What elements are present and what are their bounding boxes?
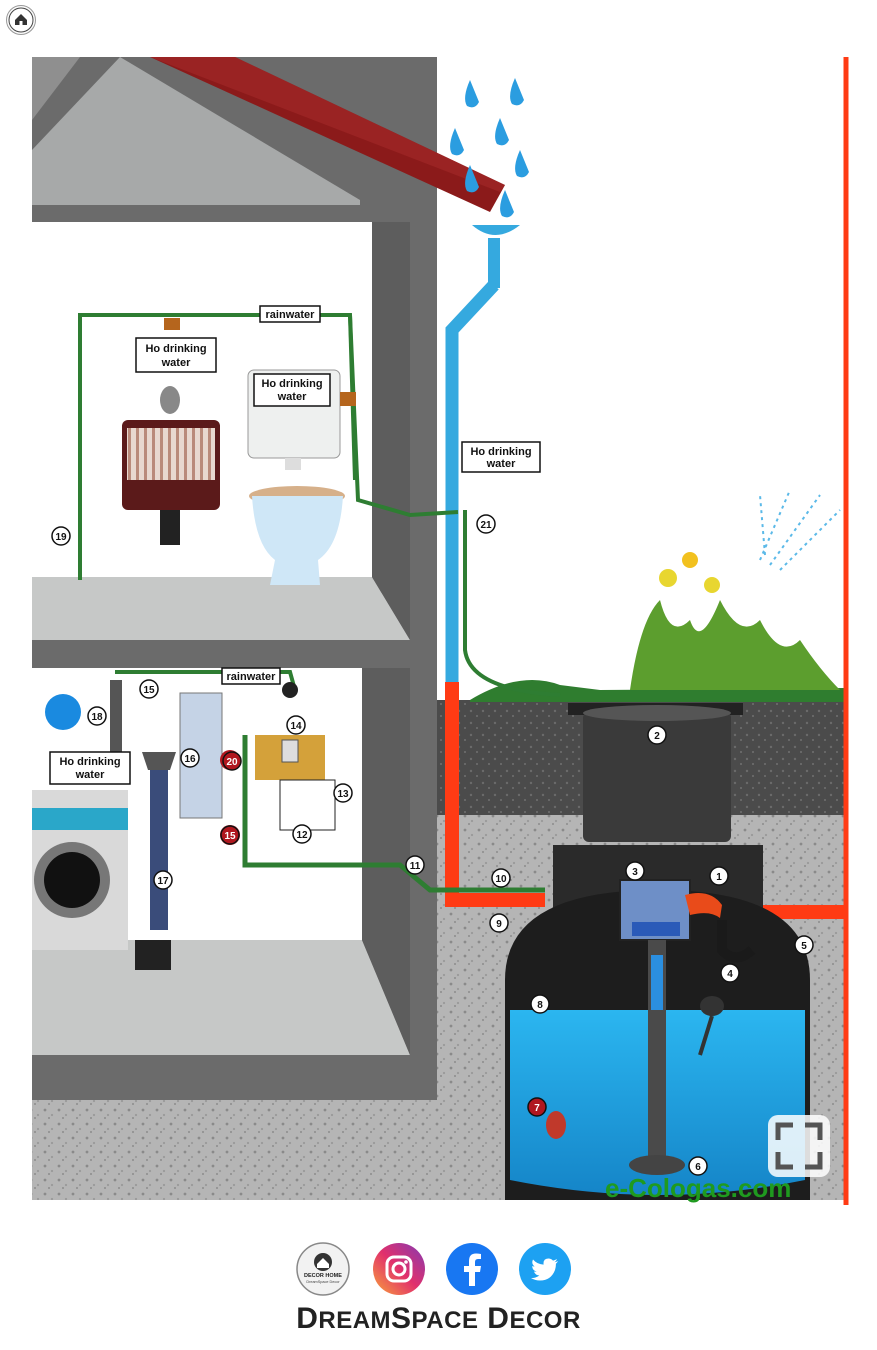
callout-21: 21 [476,514,496,534]
svg-text:14: 14 [290,721,302,732]
callout-3: 3 [625,861,645,881]
washing-machine [32,790,128,950]
house-logo-icon: DECOR HOME DreamSpace Decor [296,1242,350,1296]
svg-text:17: 17 [157,876,169,887]
svg-text:15: 15 [224,831,236,842]
social-links: DECOR HOME DreamSpace Decor [296,1242,576,1298]
callout-12: 12 [292,824,312,844]
house-logo-icon [8,7,34,33]
svg-text:3: 3 [632,867,638,878]
svg-text:water: water [277,391,307,403]
callouts: 1 2 3 4 5 6 7 8 9 10 11 12 13 14 15 15 1… [51,514,814,1176]
callout-15b: 15 [220,825,240,845]
label-rainwater-top: rainwater [259,305,321,323]
label-rainwater-bottom: rainwater [221,667,281,685]
label-no-drinking-toilet: Ho drinking water [253,373,331,407]
svg-text:4: 4 [727,969,733,980]
callout-20: 20 [222,751,242,771]
callout-13: 13 [333,783,353,803]
downpipe [445,225,520,690]
svg-text:13: 13 [337,789,349,800]
garden-plants [630,489,841,690]
expand-icon[interactable] [768,1115,830,1177]
facebook-link[interactable] [445,1242,499,1296]
svg-text:Ho drinking: Ho drinking [470,446,531,458]
callout-4: 4 [720,963,740,983]
svg-text:DECOR HOME: DECOR HOME [304,1273,342,1279]
svg-text:10: 10 [495,874,507,885]
svg-text:7: 7 [534,1103,540,1114]
callout-10: 10 [491,868,511,888]
svg-text:5: 5 [801,941,807,952]
roof [150,57,505,212]
corner-logo [6,5,36,35]
svg-text:Ho drinking: Ho drinking [59,756,120,768]
callout-8: 8 [530,994,550,1014]
instagram-icon [373,1243,425,1295]
watermark: e-Cologas.com [605,1173,791,1203]
callout-15a: 15 [139,679,159,699]
svg-text:1: 1 [716,872,722,883]
callout-6: 6 [688,1156,708,1176]
svg-text:18: 18 [91,712,103,723]
svg-text:DreamSpace Decor: DreamSpace Decor [306,1280,340,1284]
twitter-icon [519,1243,571,1295]
twitter-link[interactable] [518,1242,572,1296]
label-no-drinking-washer: Ho drinking water [49,751,131,785]
svg-text:21: 21 [480,520,492,531]
svg-text:9: 9 [496,919,502,930]
svg-text:rainwater: rainwater [227,671,277,683]
svg-text:12: 12 [296,830,308,841]
callout-19: 19 [51,526,71,546]
svg-text:20: 20 [226,757,238,768]
callout-1: 1 [709,866,729,886]
footer: DECOR HOME DreamSpace Decor [0,1238,877,1350]
callout-9: 9 [489,913,509,933]
callout-17: 17 [153,870,173,890]
facebook-icon [446,1243,498,1295]
svg-text:2: 2 [654,731,660,742]
svg-text:19: 19 [55,532,67,543]
callout-7: 7 [527,1097,547,1117]
label-no-drinking-pipe: Ho drinking water [461,441,541,473]
rainwater-system-diagram: rainwater rainwater Ho drinking water Ho… [32,57,849,1205]
instagram-link[interactable] [372,1242,426,1296]
svg-text:water: water [161,357,191,369]
svg-text:11: 11 [410,861,421,872]
svg-text:6: 6 [695,1162,701,1173]
svg-text:water: water [75,769,105,781]
rain-drops [450,78,529,218]
svg-text:water: water [486,458,516,470]
callout-5: 5 [794,935,814,955]
svg-text:15: 15 [143,685,155,696]
svg-text:rainwater: rainwater [266,309,316,321]
svg-text:8: 8 [537,1000,543,1011]
svg-text:Ho drinking: Ho drinking [261,378,322,390]
brand-name: DREAMSPACE DECOR [296,1302,581,1335]
callout-2: 2 [647,725,667,745]
callout-18: 18 [87,706,107,726]
callout-11: 11 [405,855,425,875]
svg-text:Ho drinking: Ho drinking [145,343,206,355]
decor-home-logo[interactable]: DECOR HOME DreamSpace Decor [296,1242,350,1296]
label-no-drinking-urinal: Ho drinking water [135,337,217,373]
wall-urinal [122,318,220,545]
callout-16: 16 [180,748,200,768]
callout-14: 14 [286,715,306,735]
svg-text:16: 16 [184,754,196,765]
